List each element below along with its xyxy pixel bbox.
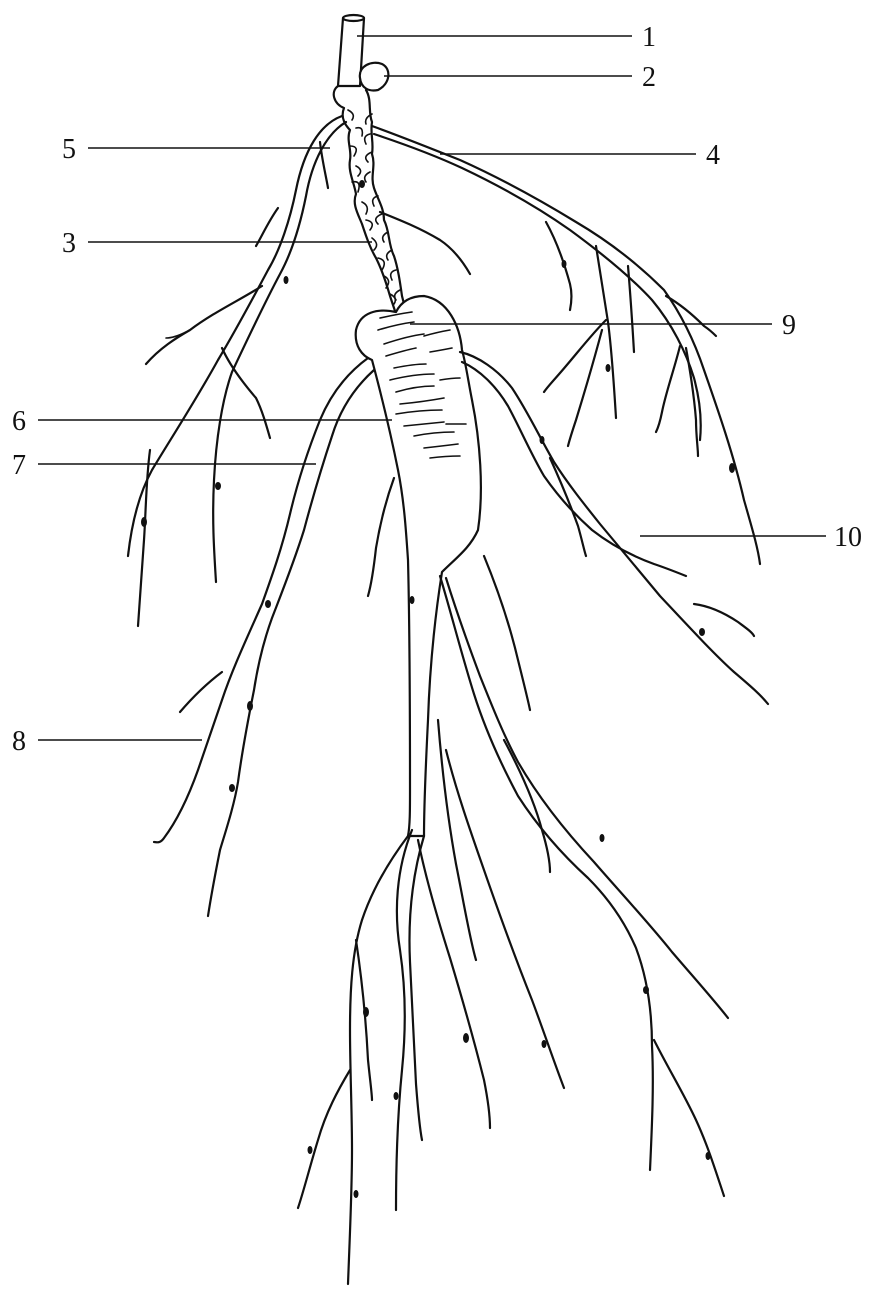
- callout-7: 7: [12, 450, 26, 481]
- lateral-root-right: [460, 352, 768, 704]
- callout-3: 3: [62, 228, 76, 259]
- callout-8: 8: [12, 726, 26, 757]
- callout-9: 9: [782, 310, 796, 341]
- callout-5: 5: [62, 134, 76, 165]
- callout-6: 6: [12, 406, 26, 437]
- lower-roots: [298, 556, 728, 1284]
- adventitious-root-left: [128, 116, 346, 626]
- rhizome: [334, 86, 406, 314]
- callout-4: 4: [706, 140, 720, 171]
- lateral-root-left: [154, 358, 394, 916]
- callout-2: 2: [642, 62, 656, 93]
- callout-1: 1: [642, 22, 656, 53]
- callout-10: 10: [834, 522, 862, 553]
